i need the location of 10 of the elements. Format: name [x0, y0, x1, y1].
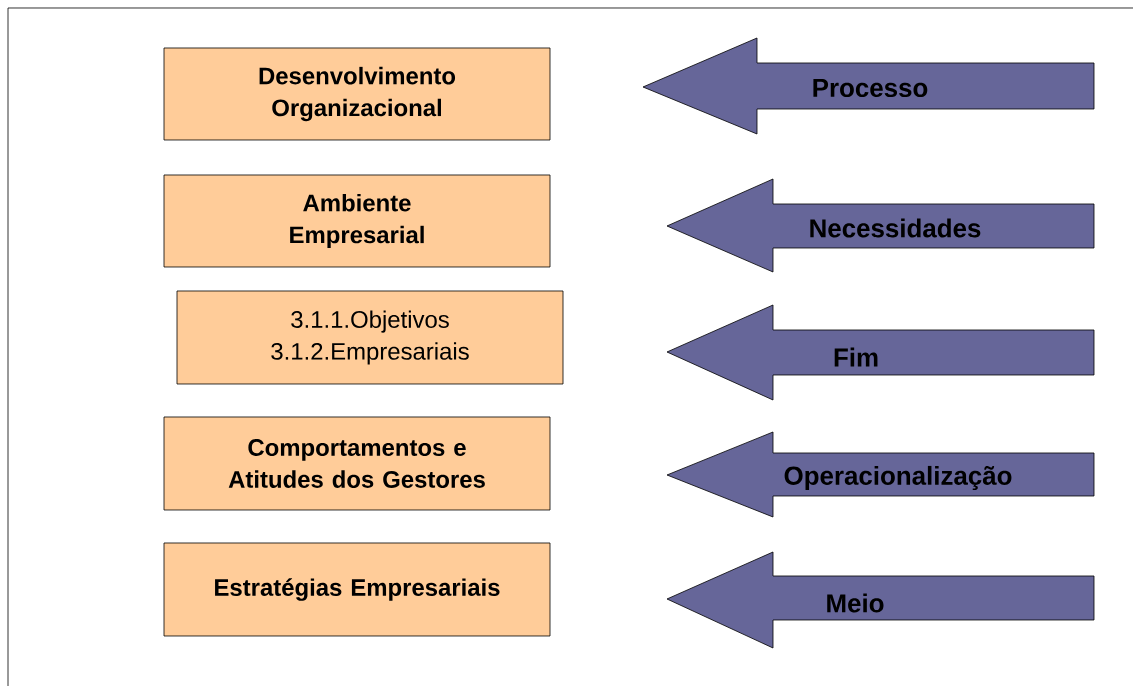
text-box: Desenvolvimento Organizacional	[163, 47, 551, 141]
text-box: 3.1.1.Objetivos 3.1.2.Empresariais	[176, 290, 564, 385]
pointer-banner: Processo	[642, 37, 1095, 135]
pointer-banner: Operacionalização	[666, 431, 1095, 518]
pointer-banner: Necessidades	[666, 178, 1095, 273]
pointer-banner: Fim	[666, 304, 1095, 401]
pointer-banner: Meio	[666, 551, 1095, 649]
text-box: Comportamentos e Atitudes dos Gestores	[163, 416, 551, 511]
text-box: Estratégias Empresariais	[163, 542, 551, 637]
text-box: Ambiente Empresarial	[163, 174, 551, 268]
